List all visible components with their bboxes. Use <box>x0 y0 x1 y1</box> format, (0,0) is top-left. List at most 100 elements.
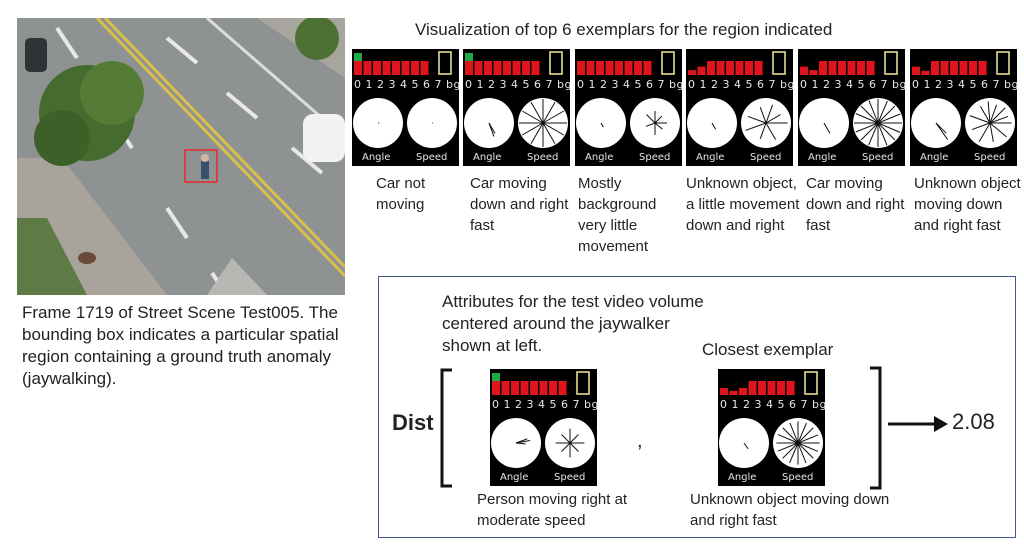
speed-spoke <box>561 442 571 452</box>
speed-spoke <box>860 105 879 124</box>
histogram-bar <box>739 388 747 395</box>
speed-spoke <box>645 122 656 127</box>
bin-labels: 0 1 2 3 4 5 6 7 bg <box>354 78 459 91</box>
speed-spoke <box>759 107 767 124</box>
histogram-bar <box>577 61 585 75</box>
speed-spoke <box>978 122 991 142</box>
histogram-bar <box>420 61 429 75</box>
histogram-bar <box>866 61 875 75</box>
closest-exemplar-caption: Unknown object moving down and right fas… <box>690 491 890 529</box>
speed-spoke <box>782 427 799 444</box>
speed-label: Speed <box>639 152 671 163</box>
speed-spoke <box>542 122 556 145</box>
speed-spoke <box>569 434 579 444</box>
speed-spoke <box>745 122 767 131</box>
angle-spoke <box>711 122 717 130</box>
background-indicator <box>884 51 898 75</box>
exemplar-caption-5: Car moving down and right fast <box>806 175 905 234</box>
speed-spoke <box>542 101 556 124</box>
tile-graphic <box>719 371 823 468</box>
speed-spoke <box>542 122 565 136</box>
tile-graphic <box>491 371 595 468</box>
speed-spoke <box>877 100 888 124</box>
speed-spoke <box>782 442 799 459</box>
histogram-bar-top <box>465 53 473 61</box>
histogram-bar <box>493 61 502 75</box>
speed-spoke <box>747 115 767 124</box>
test-volume-caption: Person moving right at moderate speed <box>477 491 628 529</box>
speed-label: Speed <box>862 152 894 163</box>
dist-value: 2.08 <box>952 409 995 434</box>
histogram-bar <box>959 61 968 75</box>
speed-spoke <box>989 115 1009 124</box>
speed-label: Speed <box>782 472 814 483</box>
separator-comma: , <box>637 430 643 452</box>
histogram-bar <box>484 61 492 75</box>
speed-label: Speed <box>416 152 448 163</box>
speed-spoke <box>797 427 814 444</box>
speed-spoke <box>989 107 1006 124</box>
histogram-bar <box>549 381 557 395</box>
speed-spoke <box>777 442 799 452</box>
speed-spoke <box>989 104 998 124</box>
angle-spoke <box>515 442 526 445</box>
histogram-bar <box>729 390 738 395</box>
bin-labels: 0 1 2 3 4 5 6 7 bg <box>912 78 1017 91</box>
speed-spoke <box>789 442 799 464</box>
speed-spoke <box>797 422 807 444</box>
histogram-bar <box>363 61 372 75</box>
histogram-bar <box>819 61 827 75</box>
speed-label: Speed <box>554 472 586 483</box>
tile-graphic <box>353 51 457 148</box>
speed-label: Speed <box>974 152 1006 163</box>
arrow-right-icon <box>888 416 948 432</box>
histogram-bar <box>401 61 410 75</box>
background-indicator <box>804 371 818 395</box>
histogram-bar <box>688 70 696 75</box>
speed-spoke <box>877 122 896 141</box>
histogram-bar <box>940 61 949 75</box>
speed-spoke <box>797 434 819 444</box>
histogram-bar <box>921 70 930 75</box>
angle-spoke <box>600 122 604 128</box>
histogram-bar <box>828 61 837 75</box>
histogram-bar-top <box>354 53 362 61</box>
histogram-bar <box>777 381 785 395</box>
histogram-bar <box>354 61 362 75</box>
histogram-bar <box>465 61 473 75</box>
speed-spoke <box>989 122 994 142</box>
speed-spoke <box>561 434 571 444</box>
histogram-bar <box>643 61 652 75</box>
exemplar-caption-1: Car not moving <box>376 175 426 213</box>
histogram-bar <box>596 61 604 75</box>
speed-spoke <box>860 122 879 141</box>
tile-graphic <box>464 51 568 148</box>
histogram-bar <box>735 61 744 75</box>
speed-spoke <box>877 122 901 133</box>
histogram-bar <box>474 61 483 75</box>
speed-spoke <box>654 115 663 124</box>
bin-labels: 0 1 2 3 4 5 6 7 bg <box>800 78 905 91</box>
angle-label: Angle <box>473 152 502 163</box>
histogram-bar <box>530 381 538 395</box>
bin-labels: 0 1 2 3 4 5 6 7 bg <box>577 78 682 91</box>
histogram-bar <box>392 61 400 75</box>
speed-spoke <box>971 122 991 131</box>
exemplar-caption-3: Mostly background very little movement <box>578 175 657 255</box>
speed-spoke <box>530 101 544 124</box>
bin-labels: 0 1 2 3 4 5 6 7 bg <box>688 78 793 91</box>
speed-label: Speed <box>750 152 782 163</box>
bin-labels: 0 1 2 3 4 5 6 7 bg <box>465 78 570 91</box>
histogram-bar <box>512 61 521 75</box>
dist-label: Dist <box>392 410 434 435</box>
speed-spoke <box>530 122 544 145</box>
angle-spoke <box>515 438 528 444</box>
speed-spoke <box>777 434 799 444</box>
histogram-bar <box>586 61 595 75</box>
speed-spoke <box>855 113 879 124</box>
